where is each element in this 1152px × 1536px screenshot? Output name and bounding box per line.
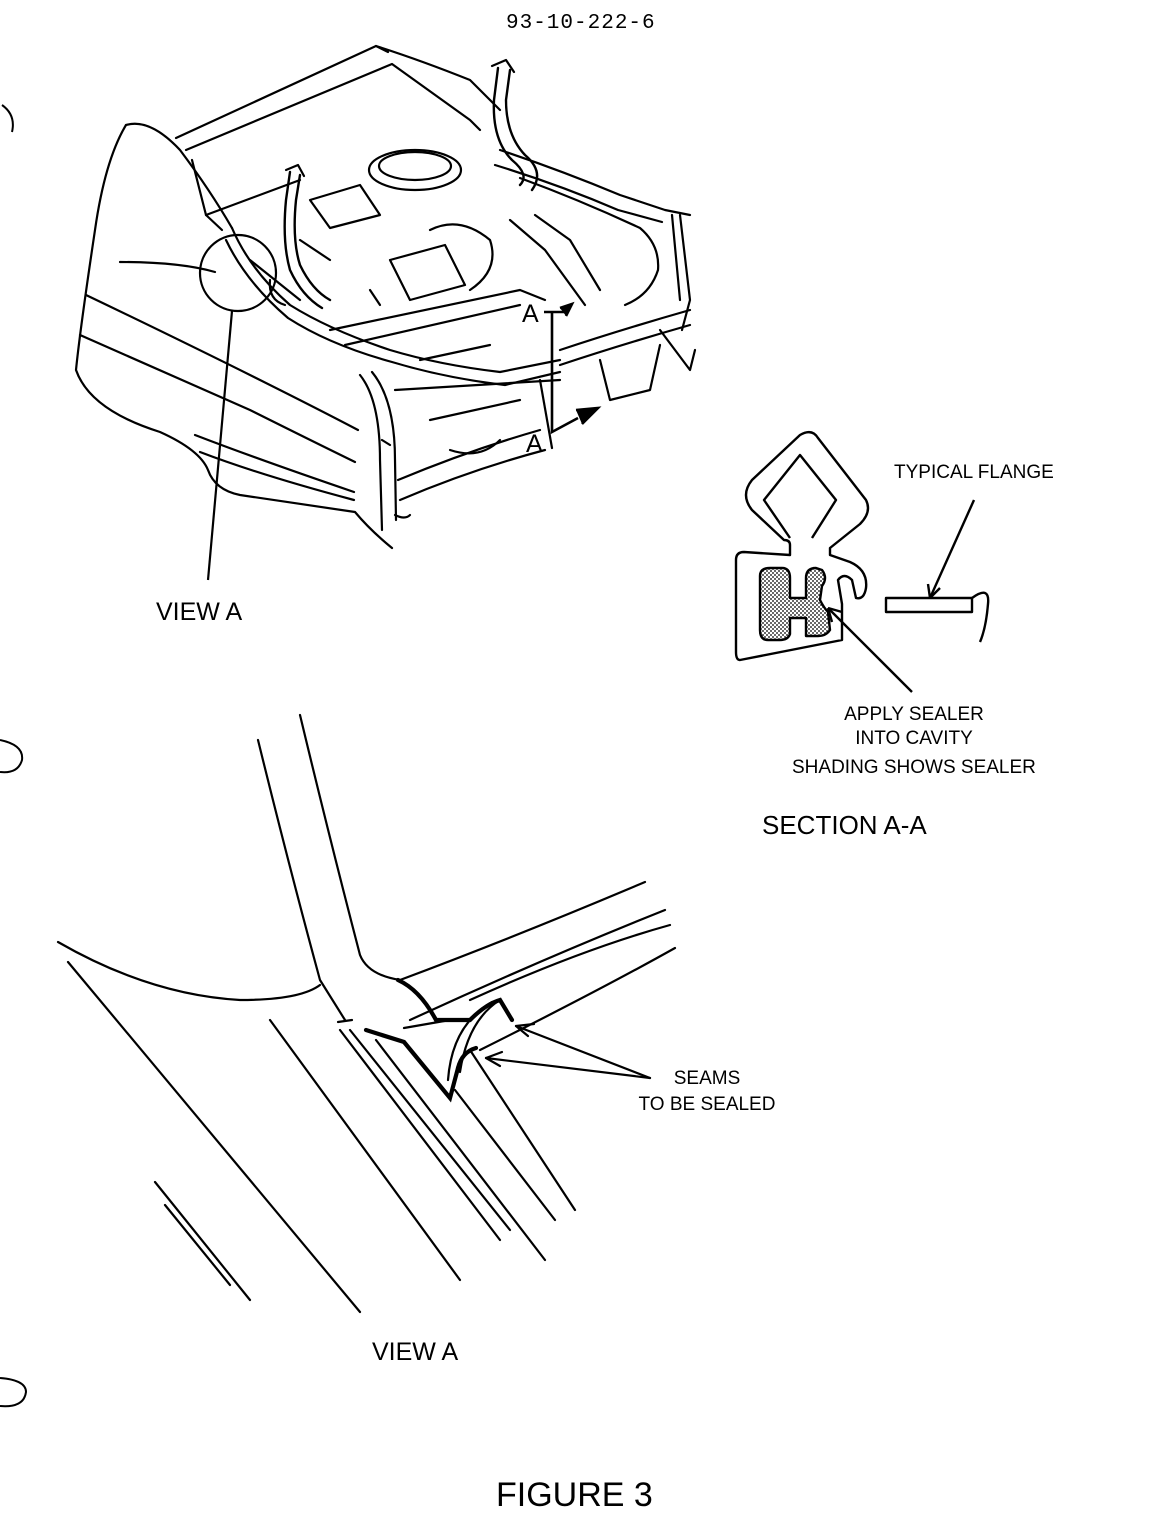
view-a-label-bottom: VIEW A bbox=[372, 1338, 459, 1366]
section-cut-marker bbox=[544, 301, 602, 435]
typical-flange-leader bbox=[928, 499, 976, 599]
weatherstrip-profile-outer bbox=[734, 430, 870, 662]
section-cut-line bbox=[550, 312, 579, 435]
apply-sealer-label-line1: APPLY SEALER bbox=[844, 704, 984, 725]
apply-sealer-leader bbox=[827, 607, 913, 693]
binder-hole-marks bbox=[0, 104, 28, 1408]
typical-flange bbox=[884, 596, 974, 614]
section-marker-a-lower: A bbox=[526, 430, 543, 458]
figure-title: FIGURE 3 bbox=[496, 1476, 653, 1514]
weatherstrip-bulb-inner bbox=[762, 453, 838, 539]
view-a-leader-line bbox=[206, 310, 234, 581]
seams-leader-upper bbox=[514, 1024, 652, 1080]
section-marker-a-upper: A bbox=[522, 300, 539, 328]
view-a-label-top: VIEW A bbox=[156, 598, 243, 626]
seam-line-2 bbox=[395, 977, 515, 1023]
car-trunk-illustration bbox=[74, 44, 697, 550]
shading-note-label: SHADING SHOWS SEALER bbox=[792, 757, 1036, 778]
seams-label-line2: TO BE SEALED bbox=[638, 1094, 776, 1115]
seam-line-1 bbox=[363, 1027, 461, 1103]
section-a-a-drawing bbox=[734, 430, 990, 693]
seams-leader-lower bbox=[484, 1056, 652, 1080]
document-number: 93-10-222-6 bbox=[506, 12, 656, 35]
view-a-detail-circle bbox=[198, 233, 278, 313]
view-a-detail-drawing bbox=[56, 713, 677, 1314]
sealer-cavity bbox=[758, 566, 832, 642]
section-a-a-title: SECTION A-A bbox=[762, 810, 927, 840]
apply-sealer-label-line2: INTO CAVITY bbox=[855, 728, 973, 749]
view-a-callout bbox=[198, 233, 278, 581]
seams-label-line1: SEAMS bbox=[673, 1068, 741, 1089]
typical-flange-label: TYPICAL FLANGE bbox=[894, 462, 1054, 483]
seam-line-3 bbox=[455, 1045, 479, 1071]
